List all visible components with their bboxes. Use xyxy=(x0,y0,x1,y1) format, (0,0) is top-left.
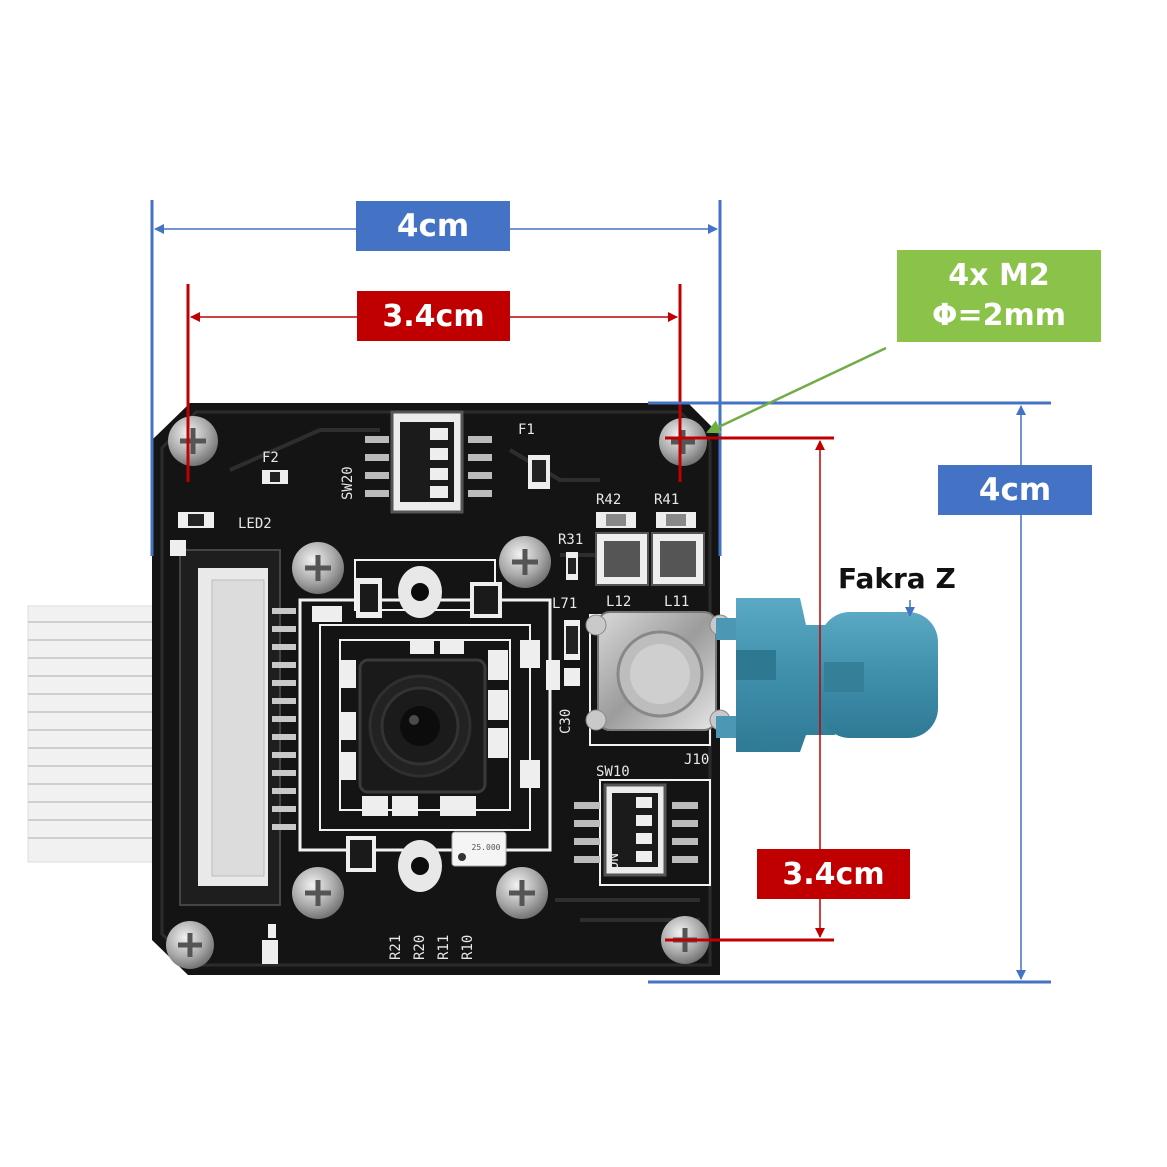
silk-r21: R21 xyxy=(388,935,404,960)
fpc-connector xyxy=(179,549,296,906)
inductor-l12 xyxy=(595,532,649,586)
silk-r20: R20 xyxy=(412,935,428,960)
smd-components xyxy=(170,455,696,964)
silk-j10: J10 xyxy=(684,752,709,768)
hole-spacing-horizontal-label: 3.4cm xyxy=(357,291,510,341)
silk-led2: LED2 xyxy=(238,516,272,532)
screw-lens-top-right xyxy=(499,536,551,588)
screw-lens-bottom-right xyxy=(496,867,548,919)
outer-width-label: 4cm xyxy=(356,201,510,251)
crystal-label: 25.000 xyxy=(472,843,501,852)
dip-switch-sw10 xyxy=(574,783,698,877)
silk-sw10: SW10 xyxy=(596,764,630,780)
silk-l11: L11 xyxy=(664,594,689,610)
hole-spacing-vertical-label: 3.4cm xyxy=(757,849,910,899)
silk-r41: R41 xyxy=(654,492,679,508)
mounting-hole-diameter: Φ=2mm xyxy=(931,298,1067,333)
silk-l12: L12 xyxy=(606,594,631,610)
silk-f2: F2 xyxy=(262,450,279,466)
silk-on: ON xyxy=(606,853,622,870)
screw-top-right xyxy=(659,418,707,466)
screw-lens-bottom-left xyxy=(292,867,344,919)
silk-c30: C30 xyxy=(558,709,574,734)
silk-l71: L71 xyxy=(552,596,577,612)
silk-r31: R31 xyxy=(558,532,583,548)
mounting-hole-leader xyxy=(706,346,887,434)
silk-r11: R11 xyxy=(436,935,452,960)
silk-sw20: SW20 xyxy=(340,466,356,500)
fakra-connector xyxy=(716,598,938,752)
crystal-oscillator: 25.000 xyxy=(451,831,507,867)
silk-r10: R10 xyxy=(460,935,476,960)
silk-r42: R42 xyxy=(596,492,621,508)
mounting-hole-spec: 4x M2 Φ=2mm xyxy=(897,250,1101,342)
dip-switch-sw20 xyxy=(365,410,492,514)
mounting-hole-count: 4x M2 xyxy=(948,258,1050,293)
camera-module xyxy=(358,658,487,794)
shield-can xyxy=(585,611,731,731)
screw-lens-top-left xyxy=(292,542,344,594)
inductor-l11 xyxy=(651,532,705,586)
screw-top-left xyxy=(168,416,218,466)
outer-height-label: 4cm xyxy=(938,465,1092,515)
screw-bottom-left xyxy=(166,921,214,969)
fakra-connector-label: Fakra Z xyxy=(838,562,956,595)
silk-f1: F1 xyxy=(518,422,535,438)
